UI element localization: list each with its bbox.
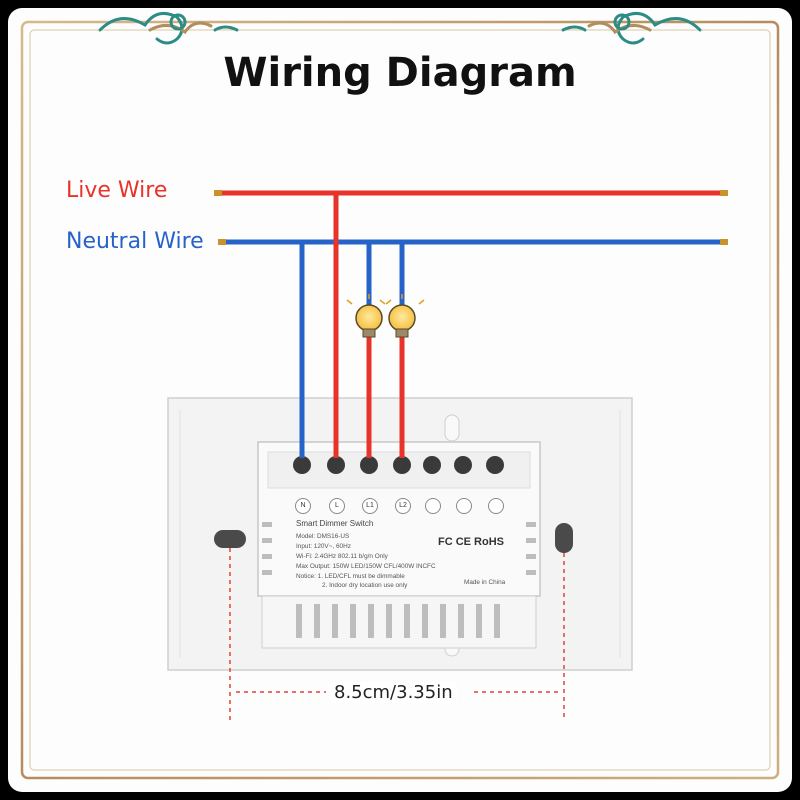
made-in-label: Made in China bbox=[464, 579, 506, 586]
bulb-icon bbox=[346, 294, 392, 338]
certification-marks: FC CE RoHS bbox=[438, 536, 504, 548]
decorative-cloud-ornament-icon bbox=[561, 11, 702, 45]
terminal-label bbox=[425, 498, 441, 514]
spec-line: Wi-Fi: 2.4GHz 802.11 b/g/n Only bbox=[296, 553, 388, 560]
screw-slot-right bbox=[555, 523, 573, 553]
dimension-guides bbox=[229, 548, 565, 720]
terminal-label: L bbox=[329, 498, 345, 514]
live-wire-main bbox=[214, 190, 728, 196]
mount-slot bbox=[444, 414, 460, 442]
terminal-label bbox=[456, 498, 472, 514]
spec-line: Notice: 1. LED/CFL must be dimmable bbox=[296, 573, 405, 580]
dimension-label: 8.5cm/3.35in bbox=[330, 682, 457, 703]
terminal-label: L1 bbox=[362, 498, 378, 514]
module-title: Smart Dimmer Switch bbox=[296, 519, 374, 528]
spec-line: 2. Indoor dry location use only bbox=[322, 582, 408, 589]
spec-line: Input: 120V~, 60Hz bbox=[296, 543, 351, 550]
spec-line: Max Output: 150W LED/150W CFL/400W INCFC bbox=[296, 563, 436, 570]
terminal-label: N bbox=[295, 498, 311, 514]
side-vents bbox=[262, 522, 536, 575]
neutral-wire-label: Neutral Wire bbox=[66, 229, 204, 254]
screw-slot-left bbox=[214, 530, 246, 548]
terminal-screws bbox=[293, 456, 504, 474]
bulb-icon bbox=[379, 294, 425, 338]
diagram-title: Wiring Diagram bbox=[223, 50, 577, 96]
module-base bbox=[261, 595, 537, 649]
inner-frame bbox=[29, 29, 771, 771]
live-wire-label: Live Wire bbox=[66, 178, 168, 203]
vent-slots bbox=[296, 604, 500, 638]
gold-frame bbox=[20, 20, 780, 780]
spec-line: Model: DMS16-US bbox=[296, 533, 350, 540]
terminal-label: L2 bbox=[395, 498, 411, 514]
decorative-cloud-ornament-icon bbox=[98, 11, 239, 45]
terminal-label bbox=[488, 498, 504, 514]
neutral-wire-main bbox=[218, 239, 728, 245]
